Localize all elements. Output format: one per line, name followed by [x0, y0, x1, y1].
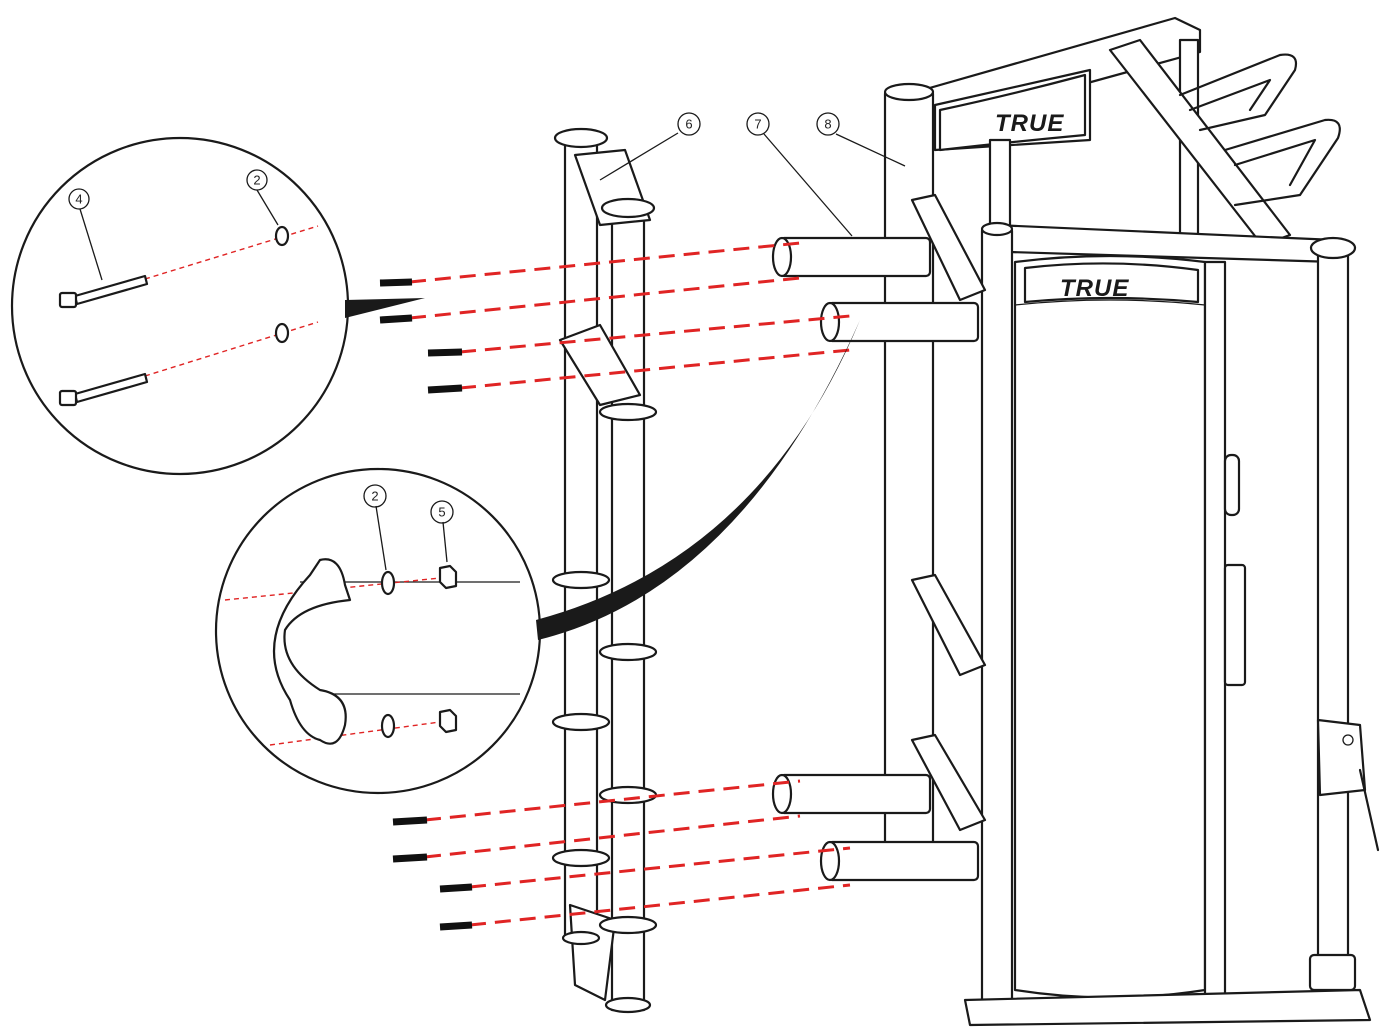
connector-arms [771, 236, 980, 882]
brand-label-upper: TRUE [995, 110, 1064, 137]
assembly-lines [409, 241, 851, 927]
bolts [379, 278, 473, 931]
callout-2-top: 2 [246, 169, 268, 191]
callout-6-label: 6 [685, 117, 692, 132]
callout-7: 7 [746, 112, 770, 136]
callout-5-label: 5 [438, 505, 445, 520]
detail-view-washer-nut [214, 320, 860, 795]
callout-8-label: 8 [824, 117, 831, 132]
storage-rack [551, 127, 658, 1014]
leader-lines [599, 132, 906, 237]
callout-2-top-label: 2 [253, 173, 260, 188]
callout-5: 5 [430, 500, 454, 524]
callout-8: 8 [816, 112, 840, 136]
callout-2-bottom: 2 [363, 484, 387, 508]
callout-4-label: 4 [75, 192, 82, 207]
detail-view-bolt-washer [10, 136, 425, 476]
callout-7-label: 7 [754, 117, 761, 132]
callout-2-bottom-label: 2 [371, 489, 378, 504]
callout-6: 6 [677, 112, 701, 136]
main-frame [883, 16, 1380, 1027]
brand-label-lower: TRUE [1060, 275, 1129, 302]
callout-4: 4 [68, 188, 90, 210]
